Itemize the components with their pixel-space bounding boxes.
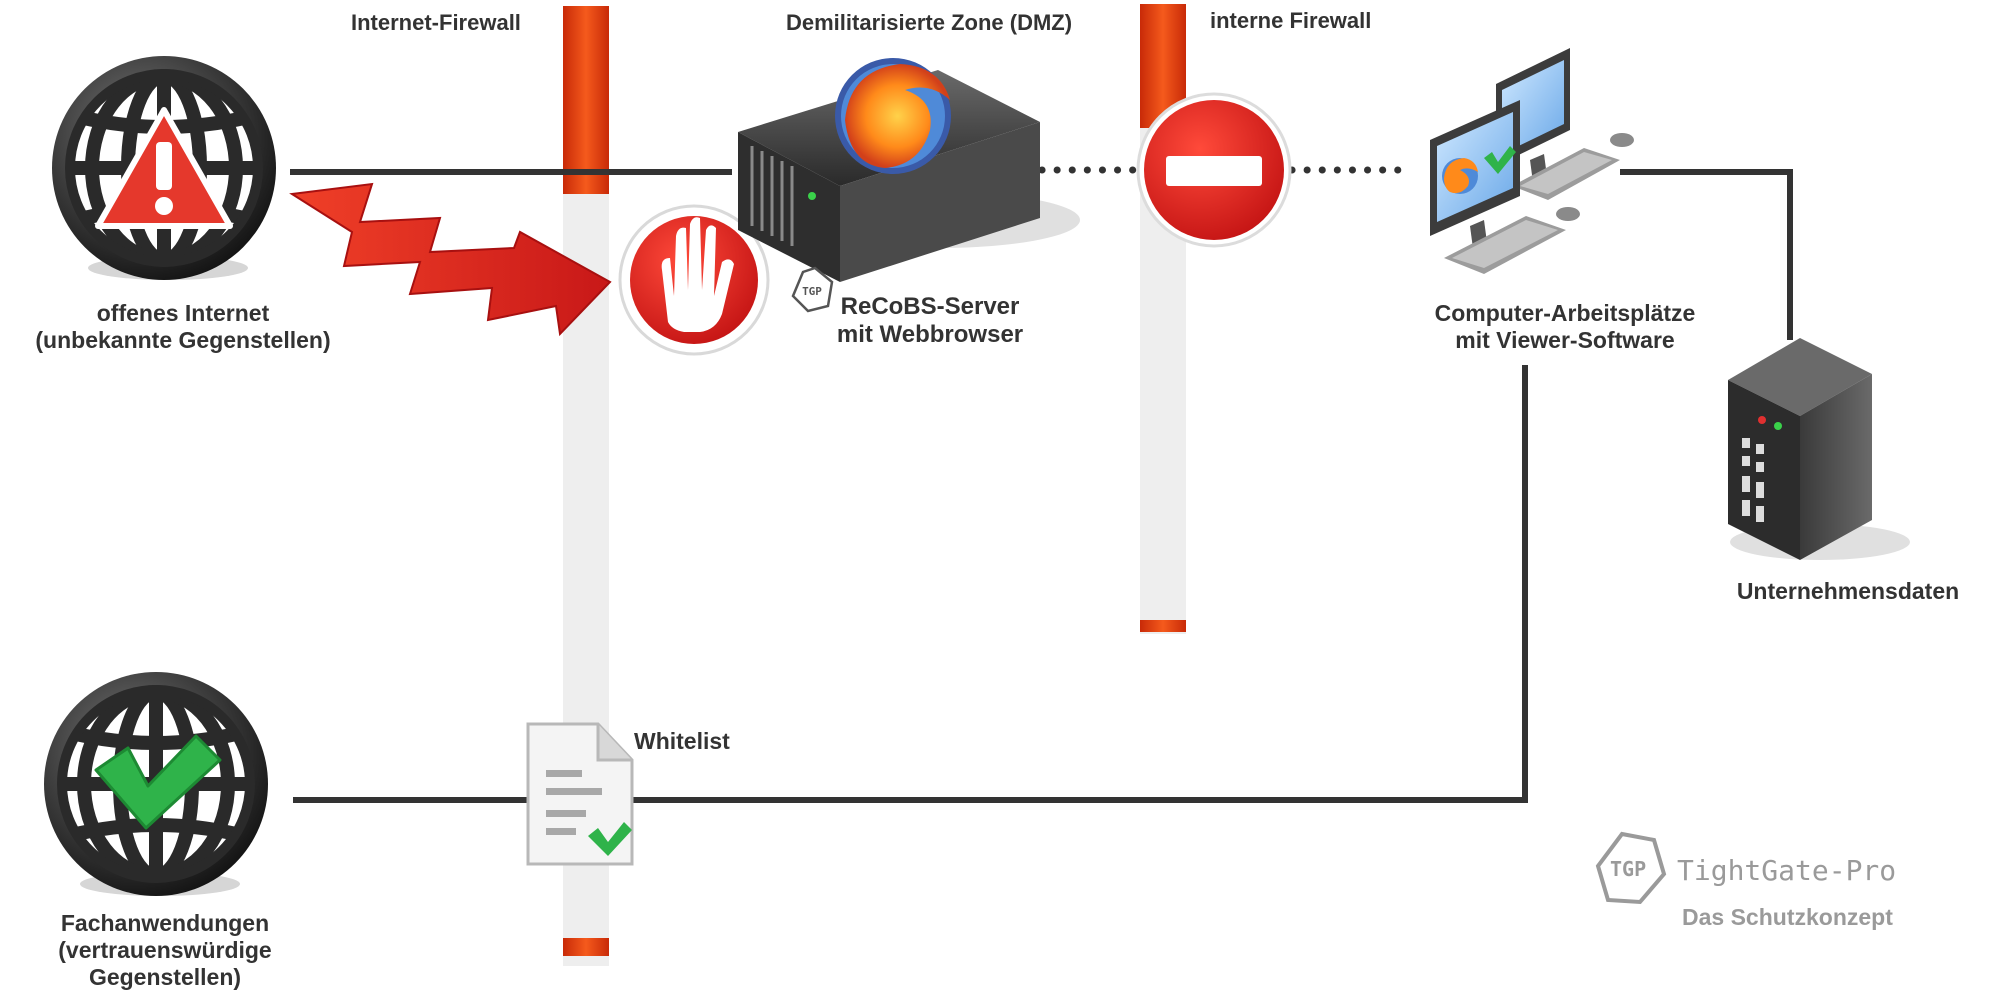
recobs-server-line2: mit Webbrowser [836,321,1024,349]
attack-bolt-icon [289,182,612,337]
open-internet-line1: offenes Internet [96,300,270,326]
globe-check-icon [44,672,268,896]
recobs-server-label: ReCoBS-Server mit Webbrowser [837,293,1023,350]
brand-name: TightGate-Pro [1677,854,1897,887]
workstations-label: Computer-Arbeitsplätze mit Viewer-Softwa… [1435,300,1696,354]
trusted-apps-line3: Gegenstellen) [88,964,242,991]
zone-label-internal-firewall: interne Firewall [1210,8,1372,33]
brand-tagline: Das Schutzkonzept [1682,904,1893,930]
workstations-line2: mit Viewer-Software [1455,327,1675,354]
trusted-apps-line1: Fachanwendungen [60,910,270,936]
tgp-badge-text: TGP [802,285,822,298]
tgp-badge-icon: TGP [791,266,834,313]
open-internet-label: offenes Internet (unbekannte Gegenstelle… [35,300,330,354]
globe-warning-icon [52,56,276,280]
company-data-label: Unternehmensdaten [1736,578,1960,604]
brand-logo-text: TGP [1610,857,1647,881]
no-entry-icon [1136,92,1292,248]
trusted-apps-line2: (vertrauenswürdige [58,937,272,964]
zone-label-internet-firewall: Internet-Firewall [351,10,521,35]
workstations-line1: Computer-Arbeitsplätze [1434,300,1696,326]
connection-lines [290,169,1793,803]
server-firefox-icon [738,58,1080,282]
internal-firewall-pole [1140,4,1186,634]
workstation-icon [1430,48,1634,274]
tower-server-icon [1728,338,1910,560]
trusted-apps-label: Fachanwendungen (vertrauenswürdige Gegen… [58,910,271,991]
document-check-icon [526,722,634,866]
open-internet-line2: (unbekannte Gegenstellen) [35,327,331,354]
zone-label-dmz: Demilitarisierte Zone (DMZ) [786,10,1073,35]
recobs-server-line1: ReCoBS-Server [840,293,1020,320]
whitelist-label: Whitelist [634,728,730,754]
tightgate-logo-icon [1595,831,1667,905]
trusted-to-workstation-line [293,365,1528,803]
stop-hand-icon [618,204,770,356]
workstation-to-data-line [1620,169,1793,340]
